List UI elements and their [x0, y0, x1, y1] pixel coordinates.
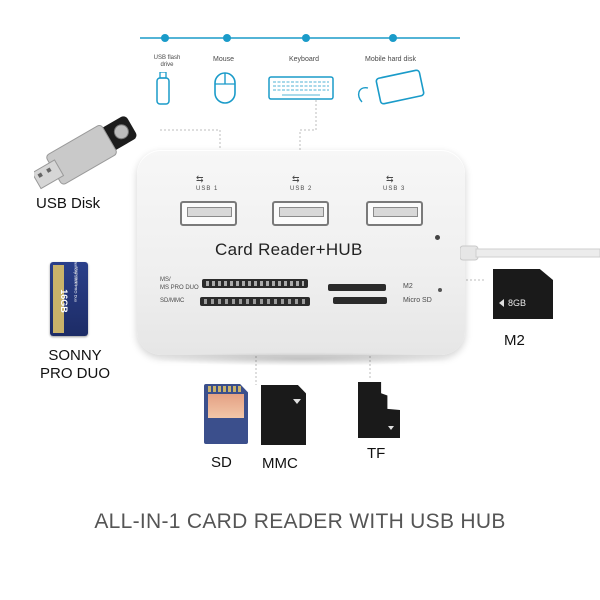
footer-title: ALL-IN-1 CARD READER WITH USB HUB — [94, 510, 506, 533]
card-led — [438, 288, 442, 292]
usb-flash-drive — [34, 116, 137, 190]
device-strip-line — [140, 34, 460, 42]
usb-port-label-2: USB 2 — [290, 186, 313, 192]
mouse-icon — [214, 72, 236, 104]
usb-port-2[interactable] — [272, 201, 329, 226]
usb-port-label-1: USB 1 — [196, 186, 219, 192]
usb-port-3[interactable] — [366, 201, 423, 226]
memory-stick-brand: MagicGate — [74, 266, 80, 286]
microsd-slot-label: Micro SD — [403, 297, 432, 304]
memory-stick-capacity: 16GB — [58, 289, 69, 313]
device-label-keyboard: Keyboard — [289, 56, 319, 63]
usb-port-icon: ⇆ — [292, 174, 300, 184]
tf-label: TF — [367, 445, 386, 462]
device-label-usb-flash-drive: USB flash drive — [153, 55, 181, 68]
ms-slot-label: MS/ MS PRO DUO — [160, 277, 199, 291]
keyboard-icon — [268, 76, 334, 100]
strip-dot — [161, 34, 169, 42]
card-reader-hub — [137, 150, 465, 355]
mmc-card — [261, 385, 306, 445]
ms-pro-duo-slot[interactable] — [202, 279, 308, 288]
sd-slot-label: SD/MMC — [160, 298, 185, 304]
mobile-hard-disk-icon — [357, 69, 425, 105]
sd-label: SD — [211, 454, 232, 471]
strip-dot — [389, 34, 397, 42]
m2-slot-label: M2 — [403, 283, 413, 290]
usb-port-1[interactable] — [180, 201, 237, 226]
sonny-pro-duo-label: SONNY PRO DUO — [39, 347, 110, 382]
m2-slot[interactable] — [328, 284, 386, 291]
strip-dot — [302, 34, 310, 42]
usb-port-icon: ⇆ — [386, 174, 394, 184]
sd-card — [204, 384, 248, 444]
usb-port-icon: ⇆ — [196, 174, 204, 184]
status-led — [435, 235, 440, 240]
m2-card-capacity: 8GB — [508, 298, 527, 308]
microsd-slot[interactable] — [333, 297, 387, 304]
usb-port-label-3: USB 3 — [383, 186, 406, 192]
hub-shadow — [150, 352, 455, 366]
usb-flash-drive-icon — [156, 72, 170, 105]
usb-disk-label: USB Disk — [36, 195, 101, 212]
m2-card: 8GB — [493, 269, 553, 319]
device-label-mouse: Mouse — [213, 56, 235, 63]
mmc-label: MMC — [262, 455, 298, 472]
memory-stick-pro-duo: 16GB Memory Stick PRO Duo MagicGate — [50, 260, 88, 336]
strip-dot — [223, 34, 231, 42]
device-label-mobile-hard-disk: Mobile hard disk — [365, 56, 416, 63]
m2-label: M2 — [504, 332, 525, 349]
hub-title: Card Reader+HUB — [215, 240, 363, 259]
sd-mmc-slot[interactable] — [200, 297, 310, 306]
usb-cable — [460, 245, 600, 261]
